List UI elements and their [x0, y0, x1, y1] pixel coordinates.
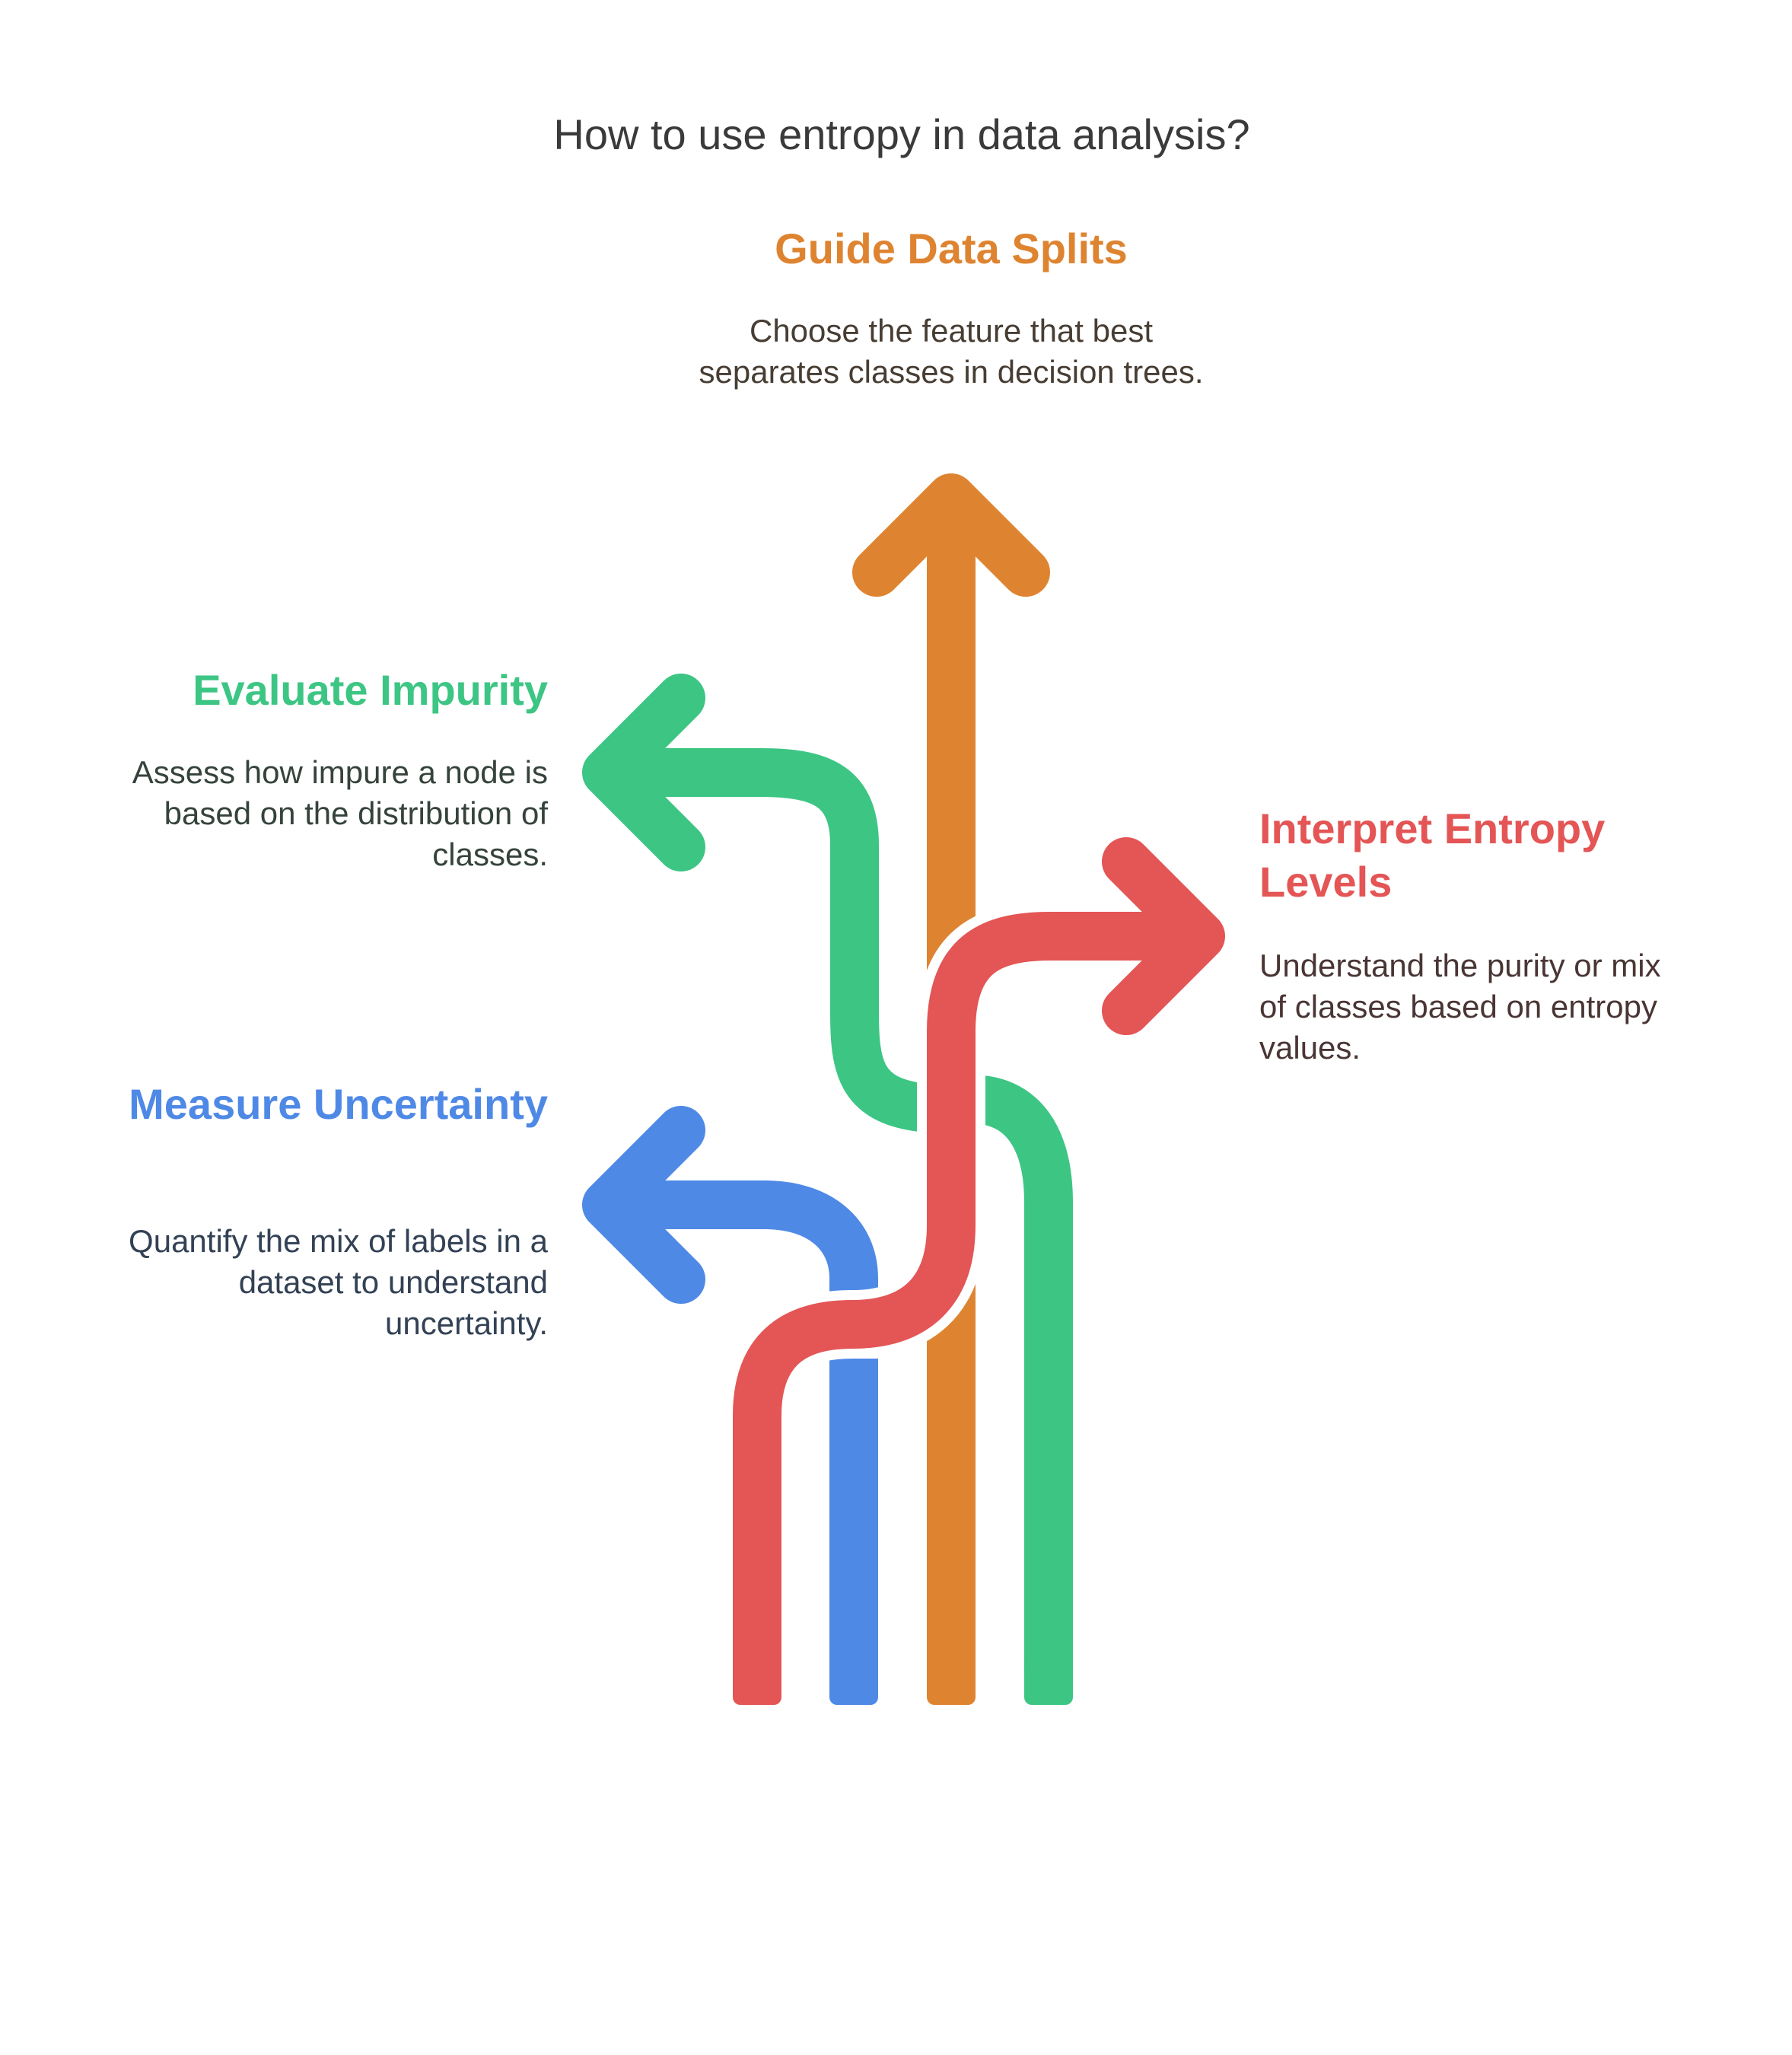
evaluate-impurity-description: Assess how impure a node is based on the…: [132, 754, 548, 872]
red-arrow: [723, 837, 1225, 1690]
guide-data-splits-heading: Guide Data Splits: [775, 225, 1128, 272]
orange-arrow-head: [852, 473, 1050, 597]
blue-arrow-head: [582, 1106, 705, 1304]
interpret-entropy-levels-description: Understand the purity or mix of classes …: [1259, 948, 1661, 1066]
green-arrow: [582, 674, 1081, 1690]
blue-arrow-upper-shaft: [616, 1180, 878, 1303]
shaft-bottom-caps: [733, 1659, 1073, 1705]
red-arrow-shaft: [733, 912, 1168, 1690]
interpret-entropy-levels-heading: Interpret Entropy Levels: [1259, 804, 1606, 906]
red-arrow-head: [1102, 837, 1225, 1035]
guide-data-splits-description: Choose the feature that best separates c…: [699, 313, 1204, 390]
evaluate-impurity-heading: Evaluate Impurity: [193, 666, 548, 714]
green-arrow-head: [582, 674, 705, 871]
blue-arrow: [582, 1106, 878, 1690]
measure-uncertainty-description: Quantify the mix of labels in a dataset …: [129, 1223, 548, 1341]
page-title: How to use entropy in data analysis?: [553, 110, 1250, 158]
measure-uncertainty-heading: Measure Uncertainty: [129, 1080, 548, 1128]
